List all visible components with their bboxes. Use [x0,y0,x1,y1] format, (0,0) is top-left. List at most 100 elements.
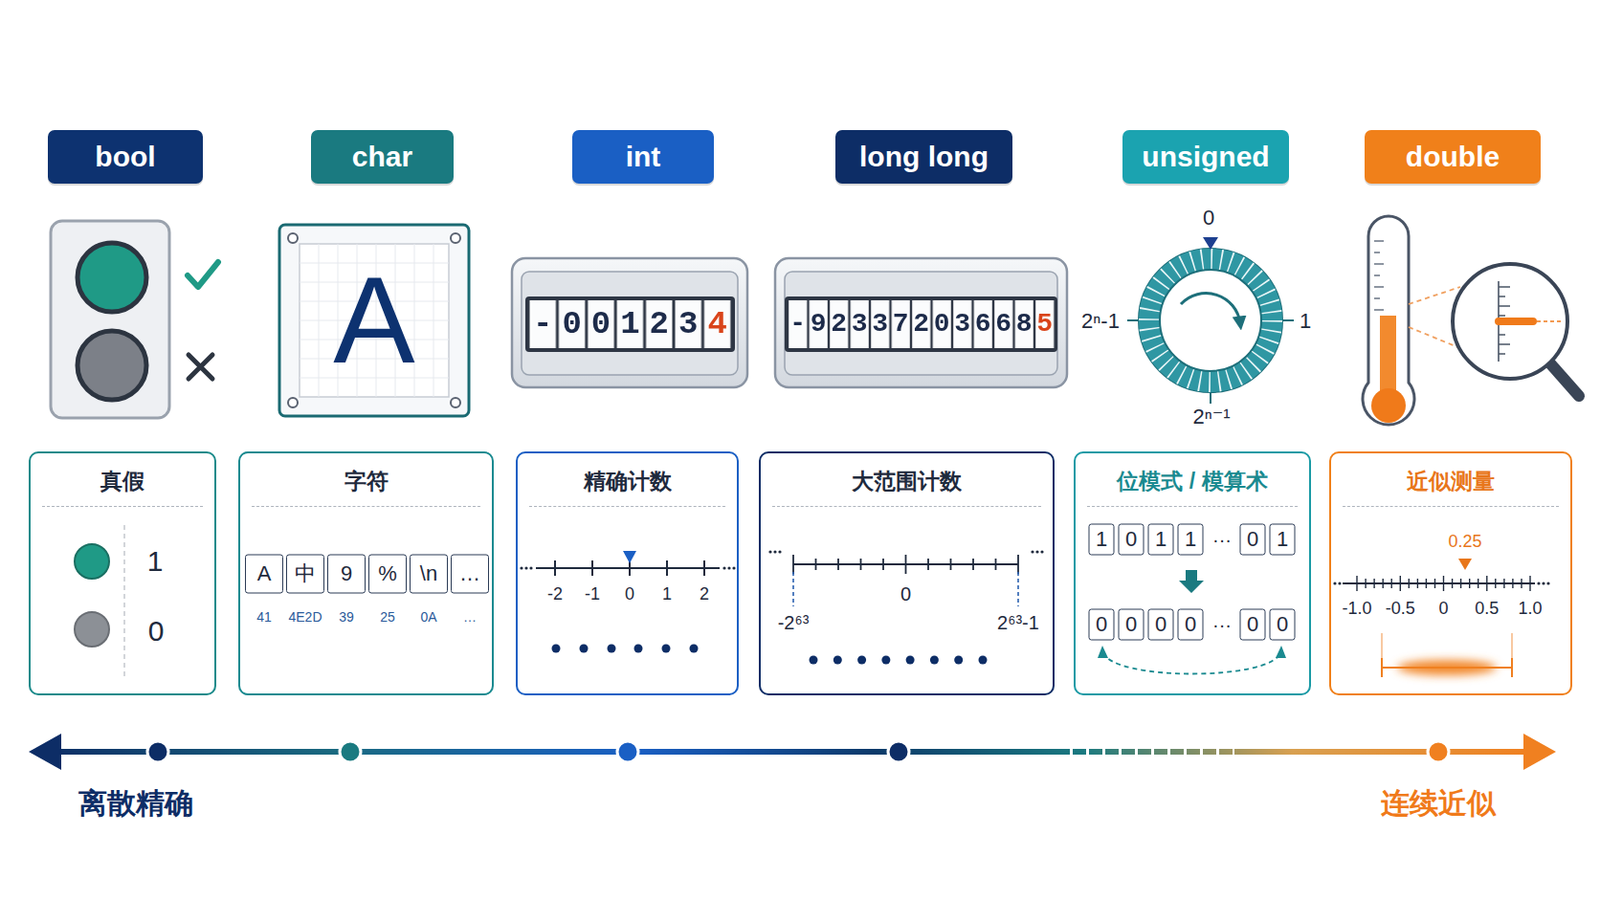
integer-dots [809,656,988,666]
range-label: -2⁶³ [777,613,810,633]
screw [450,398,461,408]
concept-card: 真假 [28,451,217,696]
digit-cells [528,300,733,349]
dot [552,644,561,654]
type-tag: unsigned [1122,130,1289,184]
type-tag: long long [835,130,1013,184]
value-marker [622,551,637,564]
ellipsis-dots [768,550,1044,554]
concept-card: 精确计数 [515,451,739,696]
bool-value: 0 [148,617,165,646]
dot [768,550,772,554]
axis-arrow-right [1523,733,1556,771]
digit-counter: -923372036685 [787,300,1058,349]
tag-text: long long [859,140,989,174]
ring-label: 0 [1202,207,1215,229]
axis-label: 离散精确 [78,789,194,819]
char-cell: … [450,555,489,595]
glyph: A [333,259,415,382]
char-cell: 9 [327,555,366,595]
card-heading: 近似测量 [1342,453,1559,508]
tag-text: double [1405,140,1500,174]
axis-arrow-left [28,733,62,771]
counter-digits: -923372036685 [789,300,1058,349]
axis-label: 连续近似 [1380,789,1496,819]
ring-label: 1 [1299,311,1312,333]
light-housing [50,221,170,419]
ellipsis-dots [519,566,735,570]
dot [857,656,867,666]
tick-label: 1 [662,585,672,603]
dot [978,656,988,666]
hex-code: … [463,610,477,624]
range-bracket [793,572,1019,607]
magnifier-lens [1452,264,1568,379]
tag-text: int [625,140,662,174]
concept-card: 大范围计数 [758,451,1055,696]
bit-cell: 0 [1269,609,1296,642]
axis-dot [339,741,361,763]
down-arrow [1178,570,1204,594]
tile-frame [279,224,469,417]
dot [689,644,699,654]
char-tile: A [299,244,449,398]
screw [288,233,298,244]
ring-label: 2ⁿ-1 [1081,311,1120,333]
dot [1536,581,1540,585]
modulo-ring [1149,259,1272,382]
ellipsis-dots [1333,581,1550,585]
char-cell: % [368,555,407,595]
tag-text: char [352,140,413,174]
dot [529,566,533,570]
tile-face [299,244,449,398]
false-dot [74,612,110,647]
bit-cell: 0 [1118,609,1145,642]
digit-cells [787,300,1056,349]
number-line [535,567,720,570]
axis-gaps [1069,748,1235,756]
error-guides [1381,633,1512,659]
bit-cell: 0 [1088,609,1115,642]
divider [123,525,126,679]
bit-cell: 1 [1269,524,1296,556]
dot [732,566,735,570]
dot [519,566,523,570]
concept-card: 近似测量 [1329,451,1573,696]
tick-label: 1.0 [1517,600,1542,618]
dot [722,566,726,570]
axis-dot [617,741,639,763]
bit-ellipsis: ··· [1212,615,1232,635]
reading-bar [1498,317,1534,326]
ring-outline [1138,248,1283,393]
value-marker [1458,558,1472,571]
card-heading: 大范围计数 [772,453,1042,508]
ring-ticks [1127,320,1294,404]
wrap-curve [1103,652,1281,675]
bit-cell: 0 [1177,609,1204,642]
dot [773,550,777,554]
counter-frame [775,258,1067,388]
ring-inner [1159,269,1262,372]
type-tag: double [1364,130,1541,184]
ring-segments [1149,259,1272,382]
mercury [1379,315,1397,395]
type-tag: int [572,130,714,184]
tick-label: 0.5 [1474,600,1499,618]
magnifier-handle [1550,363,1579,397]
tick-label: 0 [1438,600,1448,618]
tag-text: bool [94,140,156,174]
range-label: 2⁶³-1 [997,613,1040,633]
tick-label: 0 [900,584,912,604]
cross-mark [188,355,213,379]
tick-label: -0.5 [1385,600,1416,618]
dot [954,656,963,666]
dot [1337,581,1341,585]
counter-bezel [784,271,1058,376]
number-ticks [793,555,1019,575]
dot [1040,550,1044,554]
thermometer [1362,216,1415,425]
counter-bezel [521,271,738,376]
axis-dot [147,741,169,763]
